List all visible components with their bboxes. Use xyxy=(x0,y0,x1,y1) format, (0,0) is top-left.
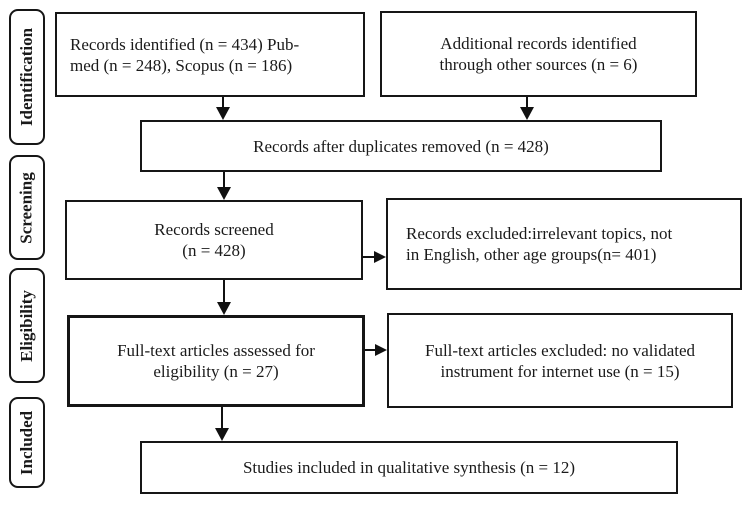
box-duplicates-removed: Records after duplicates removed (n = 42… xyxy=(140,120,662,172)
box-additional-records-line1: Additional records identified xyxy=(440,34,637,53)
arrow-right-icon xyxy=(375,344,387,356)
box-records-excluded-line1: Records excluded:irrelevant topics, not xyxy=(406,224,673,243)
stage-screening-label: Screening xyxy=(17,171,36,244)
stage-included-label: Included xyxy=(17,410,36,475)
stage-eligibility-label: Eligibility xyxy=(17,289,37,362)
arrow-stem xyxy=(221,407,223,429)
box-records-identified: Records identified (n = 434) Pub- med (n… xyxy=(55,12,365,97)
box-records-excluded-line2: in English, other age groups(n= 401) xyxy=(406,245,657,264)
box-fulltext-assessed-line2: eligibility (n = 27) xyxy=(153,362,279,381)
box-fulltext-excluded-line1: Full-text articles excluded: no validate… xyxy=(424,340,696,360)
arrow-stem xyxy=(362,256,375,258)
box-records-excluded: Records excluded:irrelevant topics, not … xyxy=(386,198,742,290)
box-studies-included-text: Studies included in qualitative synthesi… xyxy=(242,458,576,477)
stage-identification: Identification xyxy=(9,9,45,145)
stage-included: Included xyxy=(9,397,45,488)
box-records-identified-line1: Records identified (n = 434) Pub- xyxy=(70,34,300,54)
arrow-stem xyxy=(365,349,376,351)
box-fulltext-excluded-line2: instrument for internet use (n = 15) xyxy=(440,361,680,381)
arrow-down-icon xyxy=(216,107,230,120)
arrow-down-icon xyxy=(217,302,231,315)
box-records-screened-line1: Records screened xyxy=(154,220,274,239)
arrow-right-icon xyxy=(374,251,386,263)
arrow-stem xyxy=(223,280,225,303)
arrow-down-icon xyxy=(520,107,534,120)
box-additional-records-line2: through other sources (n = 6) xyxy=(439,55,638,74)
box-records-screened: Records screened (n = 428) xyxy=(65,200,363,280)
arrow-stem xyxy=(526,97,528,108)
box-studies-included: Studies included in qualitative synthesi… xyxy=(140,441,678,494)
box-fulltext-assessed-line1: Full-text articles assessed for xyxy=(117,341,315,360)
box-duplicates-removed-text: Records after duplicates removed (n = 42… xyxy=(253,136,549,156)
stage-identification-label: Identification xyxy=(17,27,37,127)
stage-eligibility: Eligibility xyxy=(9,268,45,383)
arrow-stem xyxy=(223,172,225,188)
arrow-down-icon xyxy=(217,187,231,200)
box-additional-records: Additional records identified through ot… xyxy=(380,11,697,97)
box-fulltext-assessed: Full-text articles assessed for eligibil… xyxy=(67,315,365,407)
arrow-down-icon xyxy=(215,428,229,441)
arrow-stem xyxy=(222,97,224,108)
box-records-identified-line2: med (n = 248), Scopus (n = 186) xyxy=(70,55,293,75)
box-records-screened-line2: (n = 428) xyxy=(182,241,246,260)
box-fulltext-excluded: Full-text articles excluded: no validate… xyxy=(387,313,733,408)
stage-screening: Screening xyxy=(9,155,45,260)
